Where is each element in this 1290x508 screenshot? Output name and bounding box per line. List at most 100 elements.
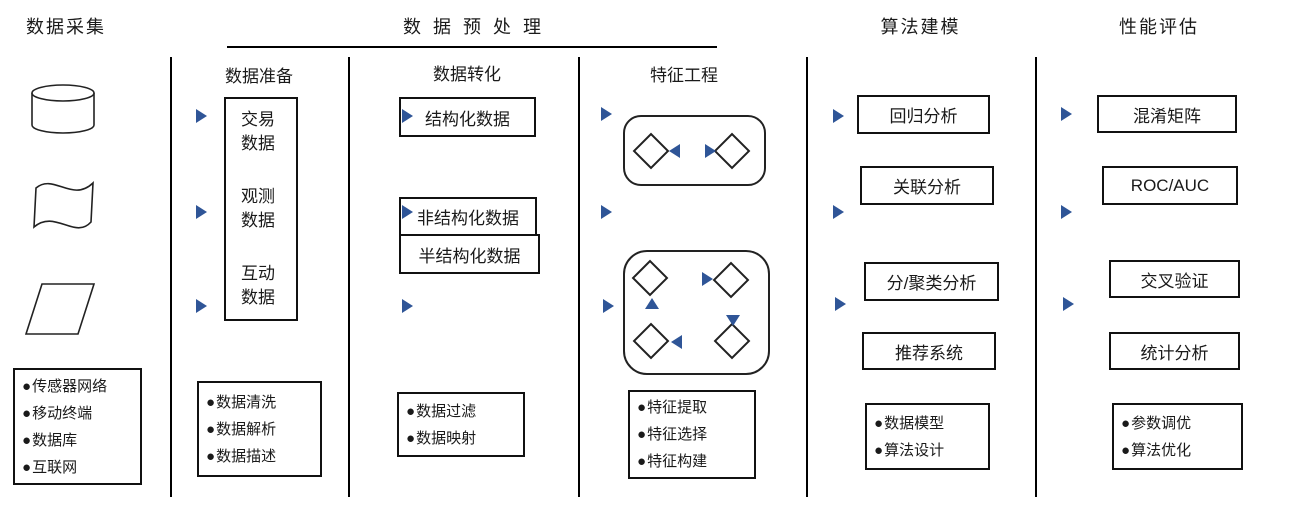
sublabel-transform: 数据转化 <box>433 65 501 84</box>
box-cross-validation-label: 交叉验证 <box>1140 271 1209 291</box>
flow-arrow <box>548 299 614 313</box>
box-clustering-label: 分/聚类分析 <box>886 274 977 293</box>
bullet-item: ●数据过滤 <box>406 398 516 425</box>
bullet-item-label: 传感器网络 <box>32 377 108 395</box>
flow-arrow <box>778 109 844 123</box>
flow-arrow <box>546 107 612 121</box>
data-type-observation: 观测数据 <box>241 187 275 230</box>
bullet-item: ●数据描述 <box>206 443 313 470</box>
bullet-item: ●算法优化 <box>1121 437 1234 464</box>
preprocess-underline <box>227 46 717 48</box>
bullet-item-label: 移动终端 <box>32 404 93 422</box>
bullet-icon: ● <box>22 431 32 449</box>
flow-arrow <box>140 299 207 313</box>
box-regression: 回归分析 <box>857 95 990 134</box>
box-unstructured-data-label: 非结构化数据 <box>417 209 519 228</box>
bullet-item: ●特征提取 <box>637 394 747 421</box>
parallelogram-icon <box>25 283 95 335</box>
data-type-interaction: 互动数据 <box>241 264 275 307</box>
bullet-icon: ● <box>206 420 216 438</box>
bullet-item-label: 特征提取 <box>647 399 708 416</box>
bullet-item-label: 数据库 <box>32 431 78 449</box>
bullet-item-label: 参数调优 <box>1131 414 1192 432</box>
evaluate-tasks-box: ●参数调优 ●算法优化 <box>1112 403 1243 470</box>
flow-arrow <box>780 297 846 311</box>
box-confusion-matrix-label: 混淆矩阵 <box>1133 106 1201 126</box>
box-cross-validation: 交叉验证 <box>1109 260 1240 298</box>
collect-sources-box: ●传感器网络 ●移动终端 ●数据库 ●互联网 <box>13 368 142 485</box>
bullet-item: ●互联网 <box>22 454 133 481</box>
bullet-item: ●数据库 <box>22 427 133 454</box>
flow-arrow <box>140 109 207 123</box>
box-statistical-analysis-label: 统计分析 <box>1140 343 1209 363</box>
prepare-box: 交易数据 观测数据 互动数据 <box>224 97 298 321</box>
box-association: 关联分析 <box>860 166 994 205</box>
bullet-item-label: 数据过滤 <box>416 402 477 420</box>
divider-line-4 <box>806 57 808 497</box>
flow-arrow <box>778 205 844 219</box>
bullet-icon: ● <box>1121 414 1131 432</box>
box-unstructured-data: 非结构化数据 <box>399 197 537 236</box>
bullet-icon: ● <box>874 441 884 459</box>
bullet-item: ●移动终端 <box>22 400 133 427</box>
bullet-item-label: 互联网 <box>32 458 78 476</box>
box-association-label: 关联分析 <box>893 178 961 197</box>
bullet-item-label: 数据模型 <box>884 414 945 432</box>
bullet-icon: ● <box>874 414 884 432</box>
stage-title-evaluate: 性能评估 <box>1119 17 1199 37</box>
model-tasks-box: ●数据模型 ●算法设计 <box>865 403 990 470</box>
bullet-icon: ● <box>637 426 647 443</box>
bullet-item: ●数据模型 <box>874 410 981 437</box>
stage-title-preprocess: 数据预处理 <box>403 17 553 37</box>
transform-tasks-box: ●数据过滤 ●数据映射 <box>397 392 525 457</box>
flow-arrow <box>546 205 612 219</box>
bullet-item-label: 算法设计 <box>884 441 945 459</box>
bullet-icon: ● <box>637 453 647 470</box>
bullet-icon: ● <box>637 399 647 416</box>
box-recommender-label: 推荐系统 <box>895 343 963 363</box>
bullet-item: ●数据解析 <box>206 416 313 443</box>
box-roc-auc-label: ROC/AUC <box>1130 175 1210 195</box>
flow-arrow <box>313 299 413 313</box>
bullet-icon: ● <box>406 429 416 447</box>
box-semistructured-data: 半结构化数据 <box>399 234 540 274</box>
box-recommender: 推荐系统 <box>862 332 996 370</box>
stage-title-model: 算法建模 <box>880 17 961 37</box>
stage-title-collect: 数据采集 <box>26 17 106 37</box>
bullet-item: ●算法设计 <box>874 437 981 464</box>
sublabel-feature: 特征工程 <box>650 66 718 85</box>
bullet-item-label: 特征构建 <box>647 453 708 470</box>
bullet-item-label: 特征选择 <box>647 426 708 443</box>
feature-tasks-box: ●特征提取 ●特征选择 ●特征构建 <box>628 390 756 479</box>
flow-arrow <box>140 205 207 219</box>
bullet-item: ●传感器网络 <box>22 373 133 400</box>
flow-arrow <box>1006 107 1072 121</box>
divider-line-5 <box>1035 57 1037 497</box>
divider-line-3 <box>578 57 580 497</box>
prepare-tasks-box: ●数据清洗 ●数据解析 ●数据描述 <box>197 381 322 477</box>
bullet-icon: ● <box>206 447 216 465</box>
flow-arrow <box>313 205 413 219</box>
bullet-item-label: 数据清洗 <box>216 393 277 411</box>
box-semistructured-data-label: 半结构化数据 <box>418 246 521 266</box>
bullet-item-label: 数据映射 <box>416 429 477 447</box>
bullet-item: ●数据映射 <box>406 425 516 452</box>
bullet-icon: ● <box>22 404 32 422</box>
bullet-icon: ● <box>1121 441 1131 459</box>
box-structured-data-label: 结构化数据 <box>425 109 510 129</box>
bullet-item-label: 数据描述 <box>216 447 277 465</box>
sublabel-prepare: 数据准备 <box>225 67 293 86</box>
bullet-icon: ● <box>406 402 416 420</box>
database-cylinder-icon <box>30 84 96 136</box>
box-statistical-analysis: 统计分析 <box>1109 332 1240 370</box>
bullet-icon: ● <box>206 393 216 411</box>
flow-arrow <box>313 109 413 123</box>
box-structured-data: 结构化数据 <box>399 97 536 137</box>
box-confusion-matrix: 混淆矩阵 <box>1097 95 1237 133</box>
divider-line-2 <box>348 57 350 497</box>
box-clustering: 分/聚类分析 <box>864 262 999 301</box>
flow-arrow <box>1006 205 1072 219</box>
cycle-arrow-up <box>645 298 659 324</box>
bullet-icon: ● <box>22 458 32 476</box>
